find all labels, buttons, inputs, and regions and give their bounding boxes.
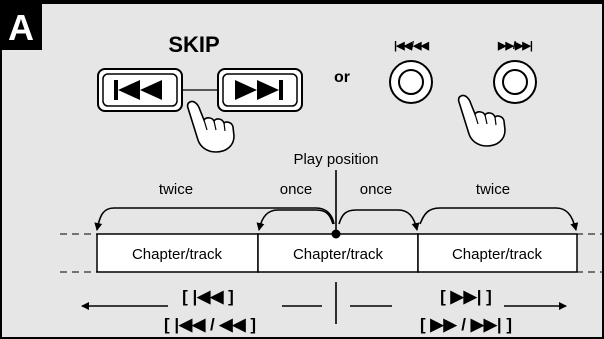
skip-previous-button[interactable] bbox=[97, 68, 183, 112]
play-position-marker bbox=[331, 229, 341, 239]
bottom-right-line1: [ ▶▶| ] bbox=[440, 287, 492, 306]
press-count-right-once: once bbox=[360, 181, 393, 198]
arrow-right-twice bbox=[419, 207, 579, 231]
press-count-left-twice: twice bbox=[159, 181, 193, 198]
skip-next-icon bbox=[235, 80, 283, 100]
skip-previous-icon bbox=[114, 80, 162, 100]
remote-right-label: ▶▶/▶▶| bbox=[497, 40, 533, 52]
pointing-hand-icon bbox=[186, 100, 235, 153]
pointing-hand-icon-remote bbox=[457, 94, 506, 147]
bottom-left-line2: [ |◀◀ / ◀◀ ] bbox=[164, 315, 256, 334]
play-position-label: Play position bbox=[293, 151, 378, 168]
skip-title: SKIP bbox=[168, 32, 219, 57]
panel-letter: A bbox=[8, 7, 34, 48]
press-count-right-twice: twice bbox=[476, 181, 510, 198]
panel-letter-badge bbox=[0, 0, 42, 50]
arrow-left-once bbox=[256, 209, 334, 231]
track-label-3: Chapter/track bbox=[452, 246, 543, 263]
skip-next-button[interactable] bbox=[217, 68, 303, 112]
remote-next-button[interactable] bbox=[493, 60, 537, 104]
bottom-left-line1: [ |◀◀ ] bbox=[182, 287, 234, 306]
remote-left-label: |◀◀/◀◀ bbox=[394, 40, 430, 52]
track-label-1: Chapter/track bbox=[132, 246, 223, 263]
track-box-3 bbox=[417, 233, 578, 273]
bottom-right-line2: [ ▶▶ / ▶▶| ] bbox=[420, 315, 512, 334]
press-count-left-once: once bbox=[280, 181, 313, 198]
arrow-left-twice bbox=[94, 207, 335, 231]
arrow-right-once bbox=[338, 209, 420, 231]
panel-top-rule bbox=[0, 0, 604, 4]
or-label: or bbox=[334, 69, 350, 86]
track-label-2: Chapter/track bbox=[293, 246, 384, 263]
remote-previous-button[interactable] bbox=[389, 60, 433, 104]
